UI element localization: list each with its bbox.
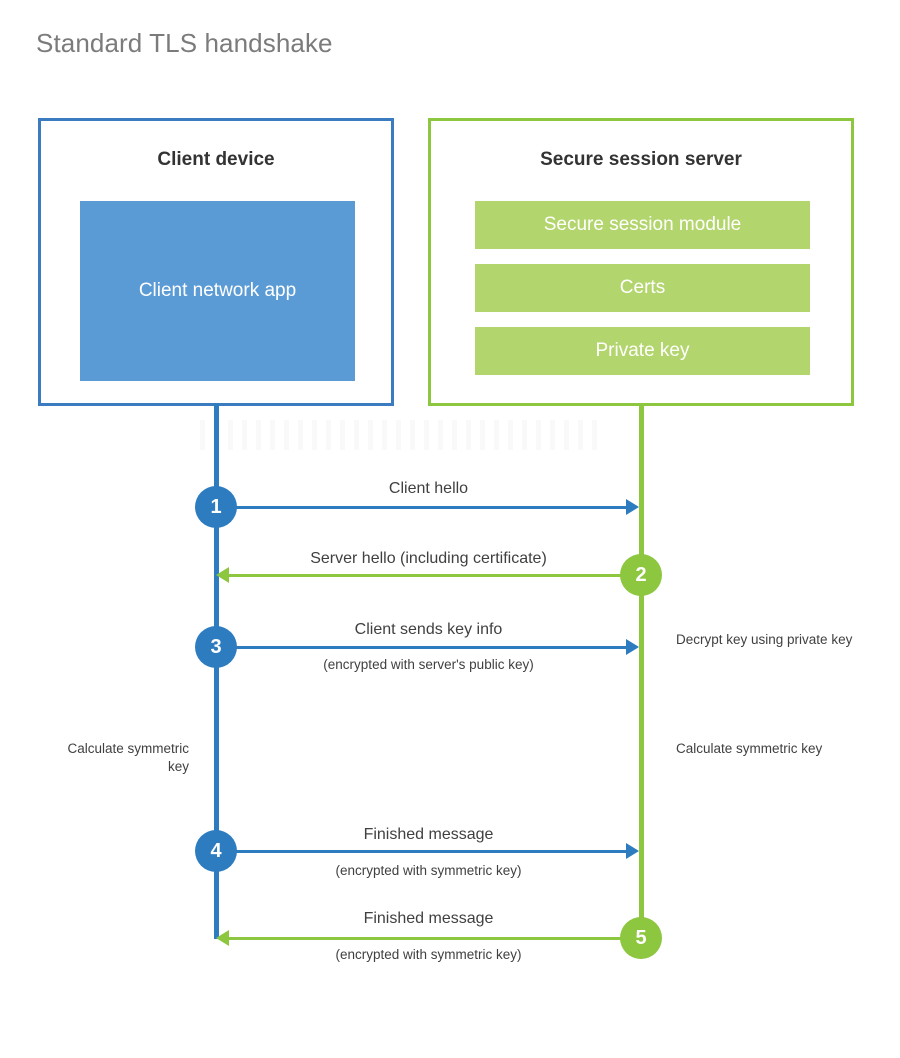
step-circle-1: 1: [195, 486, 237, 528]
arrow-line: [216, 850, 628, 853]
server-module-certs: Certs: [475, 264, 810, 312]
annotation-server-calculate-symmetric-key: Calculate symmetric key: [676, 741, 823, 756]
arrow-line: [229, 937, 641, 940]
client-device-title: Client device: [157, 149, 275, 170]
background-watermark: [200, 420, 600, 450]
message-label-step-3: Client sends key info: [354, 621, 503, 638]
arrow-head-right-icon: [626, 843, 639, 859]
message-label-step-4: Finished message: [363, 826, 494, 843]
server-module-secure-session-module: Secure session module: [475, 201, 810, 249]
message-arrow-step-4: [216, 842, 641, 860]
arrow-head-right-icon: [626, 639, 639, 655]
message-arrow-step-3: [216, 638, 641, 656]
message-sublabel-step-4: (encrypted with symmetric key): [335, 863, 522, 878]
arrow-line: [216, 506, 628, 509]
client-device-box: Client device Client network app: [38, 118, 394, 406]
secure-session-server-box: Secure session server Secure session mod…: [428, 118, 854, 406]
arrow-line: [229, 574, 641, 577]
arrow-head-left-icon: [216, 930, 229, 946]
step-circle-4: 4: [195, 830, 237, 872]
client-network-app-block: Client network app: [80, 201, 355, 381]
arrow-line: [216, 646, 628, 649]
message-label-step-5: Finished message: [363, 910, 494, 927]
client-lifeline: [214, 404, 219, 939]
message-sublabel-step-3: (encrypted with server's public key): [323, 657, 534, 672]
step-circle-3: 3: [195, 626, 237, 668]
message-arrow-step-2: [216, 566, 641, 584]
annotation-client-calculate-symmetric-key: Calculate symmetric key: [67, 741, 189, 775]
server-module-private-key: Private key: [475, 327, 810, 375]
secure-session-server-title: Secure session server: [540, 149, 742, 170]
annotation-server-decrypt-key: Decrypt key using private key: [676, 632, 853, 647]
page-title: Standard TLS handshake: [36, 28, 333, 58]
message-sublabel-step-5: (encrypted with symmetric key): [335, 947, 522, 962]
message-arrow-step-1: [216, 498, 641, 516]
message-arrow-step-5: [216, 929, 641, 947]
arrow-head-right-icon: [626, 499, 639, 515]
step-circle-2: 2: [620, 554, 662, 596]
server-lifeline: [639, 404, 644, 939]
message-label-step-1: Client hello: [388, 480, 469, 497]
arrow-head-left-icon: [216, 567, 229, 583]
step-circle-5: 5: [620, 917, 662, 959]
message-label-step-2: Server hello (including certificate): [310, 550, 547, 567]
